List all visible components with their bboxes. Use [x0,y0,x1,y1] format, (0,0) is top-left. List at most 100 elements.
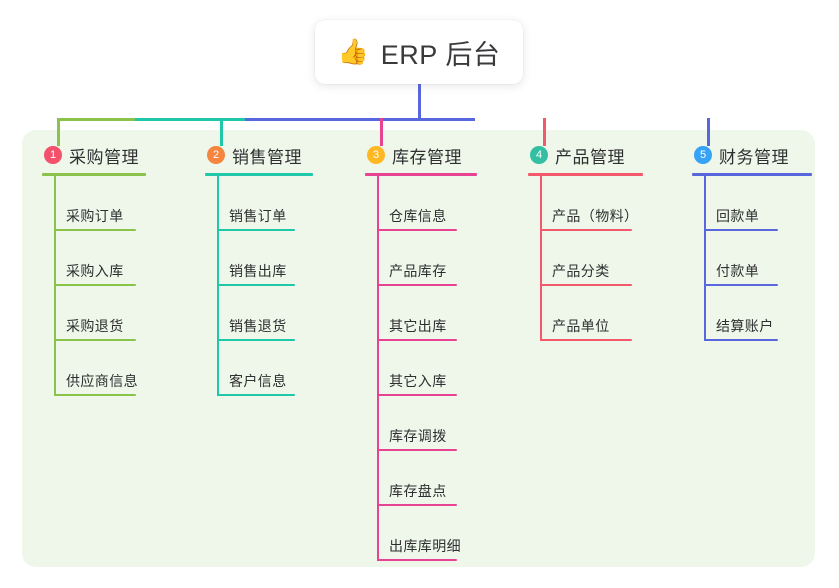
branch-title: 财务管理 [719,147,789,167]
branch-item-underline [704,284,778,286]
branch-item-list: 采购订单采购入库采购退货供应商信息 [42,176,192,396]
drop-connector-1 [57,118,60,146]
branch-item-underline [377,394,457,396]
branch-item-label: 销售出库 [229,263,287,279]
branch-item[interactable]: 库存调拨 [377,396,515,451]
branch-item-underline [217,339,295,341]
branch-item[interactable]: 产品库存 [377,231,515,286]
branch-item-label: 销售订单 [229,208,287,224]
branch-item-label: 产品库存 [389,263,447,279]
branch-column-4[interactable]: 4 产品管理产品（物料） 产品分类产品单位 [528,143,676,341]
branch-item[interactable]: 其它出库 [377,286,515,341]
branch-item[interactable]: 仓库信息 [377,176,515,231]
branch-item[interactable]: 销售退货 [217,286,350,341]
branch-title: 库存管理 [392,147,462,167]
branch-item-label: 产品分类 [552,263,610,279]
branch-item-underline [54,394,136,396]
branch-item[interactable]: 客户信息 [217,341,350,396]
branch-item-label: 结算账户 [716,318,774,334]
branch-item-label: 回款单 [716,208,760,224]
branch-header-3[interactable]: 3 库存管理 [365,143,515,167]
branch-column-3[interactable]: 3 库存管理仓库信息产品库存其它出库其它入库库存调拨库存盘点出库库明细 [365,143,515,561]
branch-item-underline [540,284,632,286]
branch-number-badge: 3 [367,146,385,164]
branch-item[interactable]: 采购订单 [54,176,192,231]
branch-spine [54,176,56,396]
branch-item-underline [377,449,457,451]
branch-item-underline [54,229,136,231]
branch-item-underline [704,229,778,231]
branch-item-label: 客户信息 [229,373,287,389]
branch-header-2[interactable]: 2 销售管理 [205,143,350,167]
root-stem-connector [418,84,421,121]
branch-header-1[interactable]: 1 采购管理 [42,143,192,167]
branch-item-list: 产品（物料） 产品分类产品单位 [528,176,676,341]
branch-item[interactable]: 采购入库 [54,231,192,286]
bus-segment-3 [245,118,475,121]
branch-item[interactable]: 出库库明细 [377,506,515,561]
branch-item[interactable]: 付款单 [704,231,832,286]
branch-item-label: 其它出库 [389,318,447,334]
branch-item[interactable]: 产品单位 [540,286,676,341]
drop-connector-4 [543,118,546,146]
branch-item-label: 库存盘点 [389,483,447,499]
branch-item[interactable]: 库存盘点 [377,451,515,506]
branch-item-label: 库存调拨 [389,428,447,444]
branch-item-underline [217,229,295,231]
branch-item[interactable]: 回款单 [704,176,832,231]
branch-item-label: 产品单位 [552,318,610,334]
branch-item-underline [540,229,632,231]
branch-number-badge: 4 [530,146,548,164]
branch-header-4[interactable]: 4 产品管理 [528,143,676,167]
branch-item-label: 供应商信息 [66,373,138,389]
bus-segment-2 [135,118,245,121]
branch-item-label: 采购订单 [66,208,124,224]
branch-column-2[interactable]: 2 销售管理销售订单销售出库销售退货客户信息 [205,143,350,396]
branch-spine [377,176,379,561]
branch-item-label: 其它入库 [389,373,447,389]
branch-underline [692,173,812,176]
branch-item[interactable]: 供应商信息 [54,341,192,396]
branch-item-underline [377,284,457,286]
branch-underline [528,173,643,176]
branch-item[interactable]: 其它入库 [377,341,515,396]
branch-item-label: 出库库明细 [389,538,461,554]
branch-title: 销售管理 [232,147,302,167]
bus-segment-1 [57,118,135,121]
branches-background-panel [22,130,815,567]
branch-number-badge: 2 [207,146,225,164]
branch-item-underline [377,229,457,231]
drop-connector-5 [707,118,710,146]
branch-item[interactable]: 产品（物料） [540,176,676,231]
branch-item-label: 采购入库 [66,263,124,279]
branch-item-label: 销售退货 [229,318,287,334]
drop-connector-2 [220,118,223,146]
branch-item-list: 销售订单销售出库销售退货客户信息 [205,176,350,396]
branch-item[interactable]: 采购退货 [54,286,192,341]
root-node[interactable]: 👍 ERP 后台 [315,20,523,84]
branch-item-list: 仓库信息产品库存其它出库其它入库库存调拨库存盘点出库库明细 [365,176,515,561]
branch-spine [540,176,542,341]
branch-item-underline [377,504,457,506]
branch-item-underline [540,339,632,341]
branch-item-label: 仓库信息 [389,208,447,224]
branch-item-underline [54,284,136,286]
branch-spine [704,176,706,341]
branch-item[interactable]: 产品分类 [540,231,676,286]
root-node-title: ERP 后台 [380,39,501,70]
branch-item-label: 采购退货 [66,318,124,334]
branch-number-badge: 1 [44,146,62,164]
branch-item[interactable]: 销售出库 [217,231,350,286]
branch-title: 采购管理 [69,147,139,167]
branch-title: 产品管理 [555,147,625,167]
branch-underline [42,173,146,176]
branch-item[interactable]: 销售订单 [217,176,350,231]
branch-item-label: 付款单 [716,263,760,279]
branch-item[interactable]: 结算账户 [704,286,832,341]
branch-column-1[interactable]: 1 采购管理采购订单采购入库采购退货供应商信息 [42,143,192,396]
thumbs-up-icon: 👍 [337,37,369,66]
branch-item-underline [54,339,136,341]
